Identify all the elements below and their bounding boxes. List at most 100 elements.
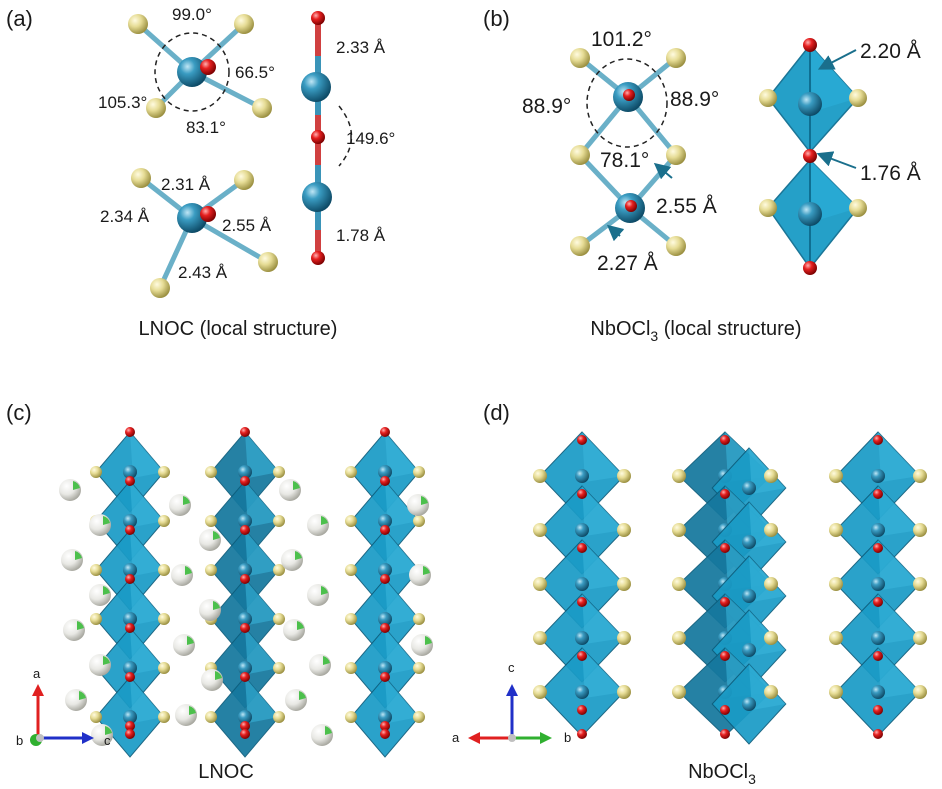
n-atom: [75, 551, 82, 560]
axis-label-c: c: [508, 660, 515, 675]
cl-atom: [829, 523, 843, 537]
cl-atom: [672, 577, 686, 591]
cl-atom: [205, 466, 217, 478]
octahedron: [210, 578, 280, 660]
axis-label-a: a: [452, 730, 460, 745]
angle-guide-circle: [154, 32, 230, 112]
bond-label: 2.31 Å: [161, 175, 211, 194]
angle-label: 105.3°: [98, 93, 147, 112]
o-atom: [240, 672, 250, 682]
angle-label: 88.9°: [670, 88, 719, 111]
nb-atom: [238, 514, 252, 528]
octahedron: [95, 529, 165, 611]
o-atom: [311, 11, 325, 25]
octahedron: [95, 676, 165, 758]
o-atom: [380, 623, 390, 633]
cl-atom: [829, 577, 843, 591]
cl-atom: [617, 685, 631, 699]
cl-atom: [234, 170, 254, 190]
cl-atom: [158, 466, 170, 478]
panel-b: (b) 101.2°: [483, 6, 921, 344]
angle-label: 78.1°: [600, 149, 649, 172]
la-atom: [311, 724, 333, 746]
cl-atom: [533, 523, 547, 537]
nb-atom: [238, 710, 252, 724]
cl-atom: [345, 466, 357, 478]
cl-atom: [617, 469, 631, 483]
panel-c: (c) a b c LNOC: [6, 400, 433, 783]
cl-atom: [273, 564, 285, 576]
nb-atom: [575, 523, 589, 537]
o-atom: [577, 435, 587, 445]
bond-label: 2.43 Å: [178, 263, 228, 282]
nbocl3-crystal-lattice: [533, 431, 927, 745]
cl-atom: [413, 515, 425, 527]
la-atom: [285, 689, 307, 711]
angle-label: 66.5°: [235, 63, 275, 82]
octahedron: [835, 431, 921, 521]
o-atom: [720, 543, 730, 553]
bond-label: 2.20 Å: [860, 40, 921, 63]
octahedron: [539, 539, 625, 629]
nb-atom: [177, 57, 207, 87]
nb-atom: [742, 643, 756, 657]
la-atom: [283, 619, 305, 641]
panel-a: (a) 99.0° 66.5° 105.3° 83.1°: [6, 5, 395, 340]
n-atom: [103, 656, 110, 665]
octahedron: [210, 627, 280, 709]
la-atom: [281, 549, 303, 571]
nb-atom: [742, 697, 756, 711]
n-atom: [295, 551, 302, 560]
angle-label: 99.0°: [172, 5, 212, 24]
lnoc-motif-bottom: 2.31 Å 2.34 Å 2.55 Å 2.43 Å: [100, 168, 278, 298]
cl-atom: [345, 564, 357, 576]
n-atom: [323, 656, 330, 665]
o-atom: [380, 525, 390, 535]
angle-label: 88.9°: [522, 95, 571, 118]
cl-atom: [533, 469, 547, 483]
nb-atom: [871, 631, 885, 645]
cl-atom: [849, 199, 867, 217]
cl-atom: [913, 523, 927, 537]
o-atom: [240, 623, 250, 633]
nb-atom: [123, 514, 137, 528]
n-atom: [321, 516, 328, 525]
o-atom: [380, 476, 390, 486]
cl-atom: [533, 685, 547, 699]
cl-atom: [273, 515, 285, 527]
panel-a-caption: LNOC (local structure): [139, 318, 338, 340]
la-atom: [89, 514, 111, 536]
o-atom: [240, 721, 250, 731]
lnoc-motif-top: 99.0° 66.5° 105.3° 83.1°: [98, 5, 275, 137]
n-atom: [103, 586, 110, 595]
octahedron: [210, 676, 280, 758]
panel-c-label: (c): [6, 400, 32, 425]
la-atom: [411, 634, 433, 656]
n-atom: [421, 496, 428, 505]
cl-atom: [345, 662, 357, 674]
nb-atom: [301, 72, 331, 102]
o-atom: [240, 476, 250, 486]
nb-atom: [123, 465, 137, 479]
o-atom: [311, 251, 325, 265]
cl-atom: [258, 252, 278, 272]
cl-atom: [158, 711, 170, 723]
la-atom: [61, 549, 83, 571]
cl-atom: [345, 711, 357, 723]
cl-atom: [413, 466, 425, 478]
nbocl3-motif: 101.2° 88.9° 88.9° 78.1° 2.55 Å 2.27 Å: [522, 28, 719, 275]
nb-atom: [742, 589, 756, 603]
octahedron: [210, 480, 280, 562]
nb-atom: [238, 612, 252, 626]
cl-atom: [570, 236, 590, 256]
la-atom: [89, 584, 111, 606]
panel-c-caption: LNOC: [198, 761, 254, 783]
octahedron: [95, 480, 165, 562]
cl-atom: [533, 631, 547, 645]
o-atom: [240, 574, 250, 584]
octahedron: [539, 593, 625, 683]
nb-atom: [575, 631, 589, 645]
la-atom: [407, 494, 429, 516]
o-atom: [577, 705, 587, 715]
cl-atom: [672, 631, 686, 645]
